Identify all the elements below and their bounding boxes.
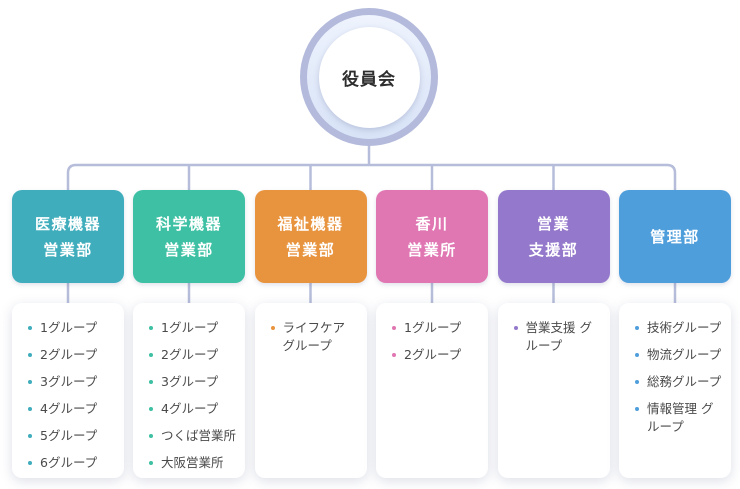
department-box-medical-devices: 医療機器 営業部 <box>12 190 124 283</box>
department-label: 営業 <box>536 214 570 233</box>
list-item: 6グループ <box>28 454 118 472</box>
list-item: 技術グループ <box>635 319 725 337</box>
department-column-kagawa-office: 香川 営業所 1グループ 2グループ <box>376 190 488 478</box>
department-label: 福祉機器 <box>277 214 344 233</box>
department-box-administration: 管理部 <box>619 190 731 283</box>
group-list: 1グループ 2グループ 3グループ 4グループ 5グループ 6グループ <box>28 319 118 472</box>
department-box-welfare-equipment: 福祉機器 営業部 <box>254 190 367 283</box>
department-label: 医療機器 <box>34 214 101 233</box>
list-item: 大阪営業所 <box>149 454 239 472</box>
department-column-sales-support: 営業 支援部 営業支援 グループ <box>497 190 610 478</box>
board-node: 役員会 <box>300 8 438 146</box>
board-node-ring: 役員会 <box>307 15 431 139</box>
group-list-card: 1グループ 2グループ 3グループ 4グループ つくば営業所 大阪営業所 <box>133 303 245 478</box>
board-label: 役員会 <box>342 69 396 90</box>
department-box-kagawa-office: 香川 営業所 <box>376 190 488 283</box>
group-list-card: ライフケア グループ <box>254 303 367 478</box>
department-label: 営業部 <box>43 240 93 259</box>
department-column-administration: 管理部 技術グループ 物流グループ 総務グループ 情報管理 グループ <box>619 190 731 478</box>
group-list-card: 営業支援 グループ <box>497 303 610 478</box>
list-item: 3グループ <box>28 373 118 391</box>
list-item: 1グループ <box>149 319 239 337</box>
group-list: ライフケア グループ <box>270 319 361 355</box>
list-item: 2グループ <box>28 346 118 364</box>
list-item: ライフケア グループ <box>270 319 361 355</box>
department-label: 支援部 <box>528 240 579 259</box>
department-box-sales-support: 営業 支援部 <box>497 190 610 283</box>
list-item: 営業支援 グループ <box>513 319 604 355</box>
group-list: 営業支援 グループ <box>513 319 604 355</box>
list-item: 情報管理 グループ <box>635 400 725 436</box>
group-list: 1グループ 2グループ <box>392 319 482 364</box>
list-item: 総務グループ <box>635 373 725 391</box>
list-item: 1グループ <box>392 319 482 337</box>
department-label: 管理部 <box>650 227 700 246</box>
group-list-card: 1グループ 2グループ <box>376 303 488 478</box>
group-list: 1グループ 2グループ 3グループ 4グループ つくば営業所 大阪営業所 <box>149 319 239 472</box>
list-item: 2グループ <box>392 346 482 364</box>
department-column-scientific-instruments: 科学機器 営業部 1グループ 2グループ 3グループ 4グループ つくば営業所 … <box>133 190 245 478</box>
department-label: 営業所 <box>407 240 457 259</box>
department-label: 営業部 <box>164 240 214 259</box>
list-item: 3グループ <box>149 373 239 391</box>
department-label: 科学機器 <box>155 214 222 233</box>
group-list-card: 1グループ 2グループ 3グループ 4グループ 5グループ 6グループ <box>12 303 124 478</box>
list-item: つくば営業所 <box>149 427 239 445</box>
department-label: 営業部 <box>285 240 336 259</box>
department-box-scientific-instruments: 科学機器 営業部 <box>133 190 245 283</box>
list-item: 4グループ <box>28 400 118 418</box>
group-list-card: 技術グループ 物流グループ 総務グループ 情報管理 グループ <box>619 303 731 478</box>
group-list: 技術グループ 物流グループ 総務グループ 情報管理 グループ <box>635 319 725 436</box>
list-item: 4グループ <box>149 400 239 418</box>
department-label: 香川 <box>415 214 449 233</box>
list-item: 5グループ <box>28 427 118 445</box>
department-column-welfare-equipment: 福祉機器 営業部 ライフケア グループ <box>254 190 367 478</box>
list-item: 2グループ <box>149 346 239 364</box>
list-item: 物流グループ <box>635 346 725 364</box>
list-item: 1グループ <box>28 319 118 337</box>
department-column-medical-devices: 医療機器 営業部 1グループ 2グループ 3グループ 4グループ 5グループ 6… <box>12 190 124 478</box>
board-node-face: 役員会 <box>318 26 420 128</box>
